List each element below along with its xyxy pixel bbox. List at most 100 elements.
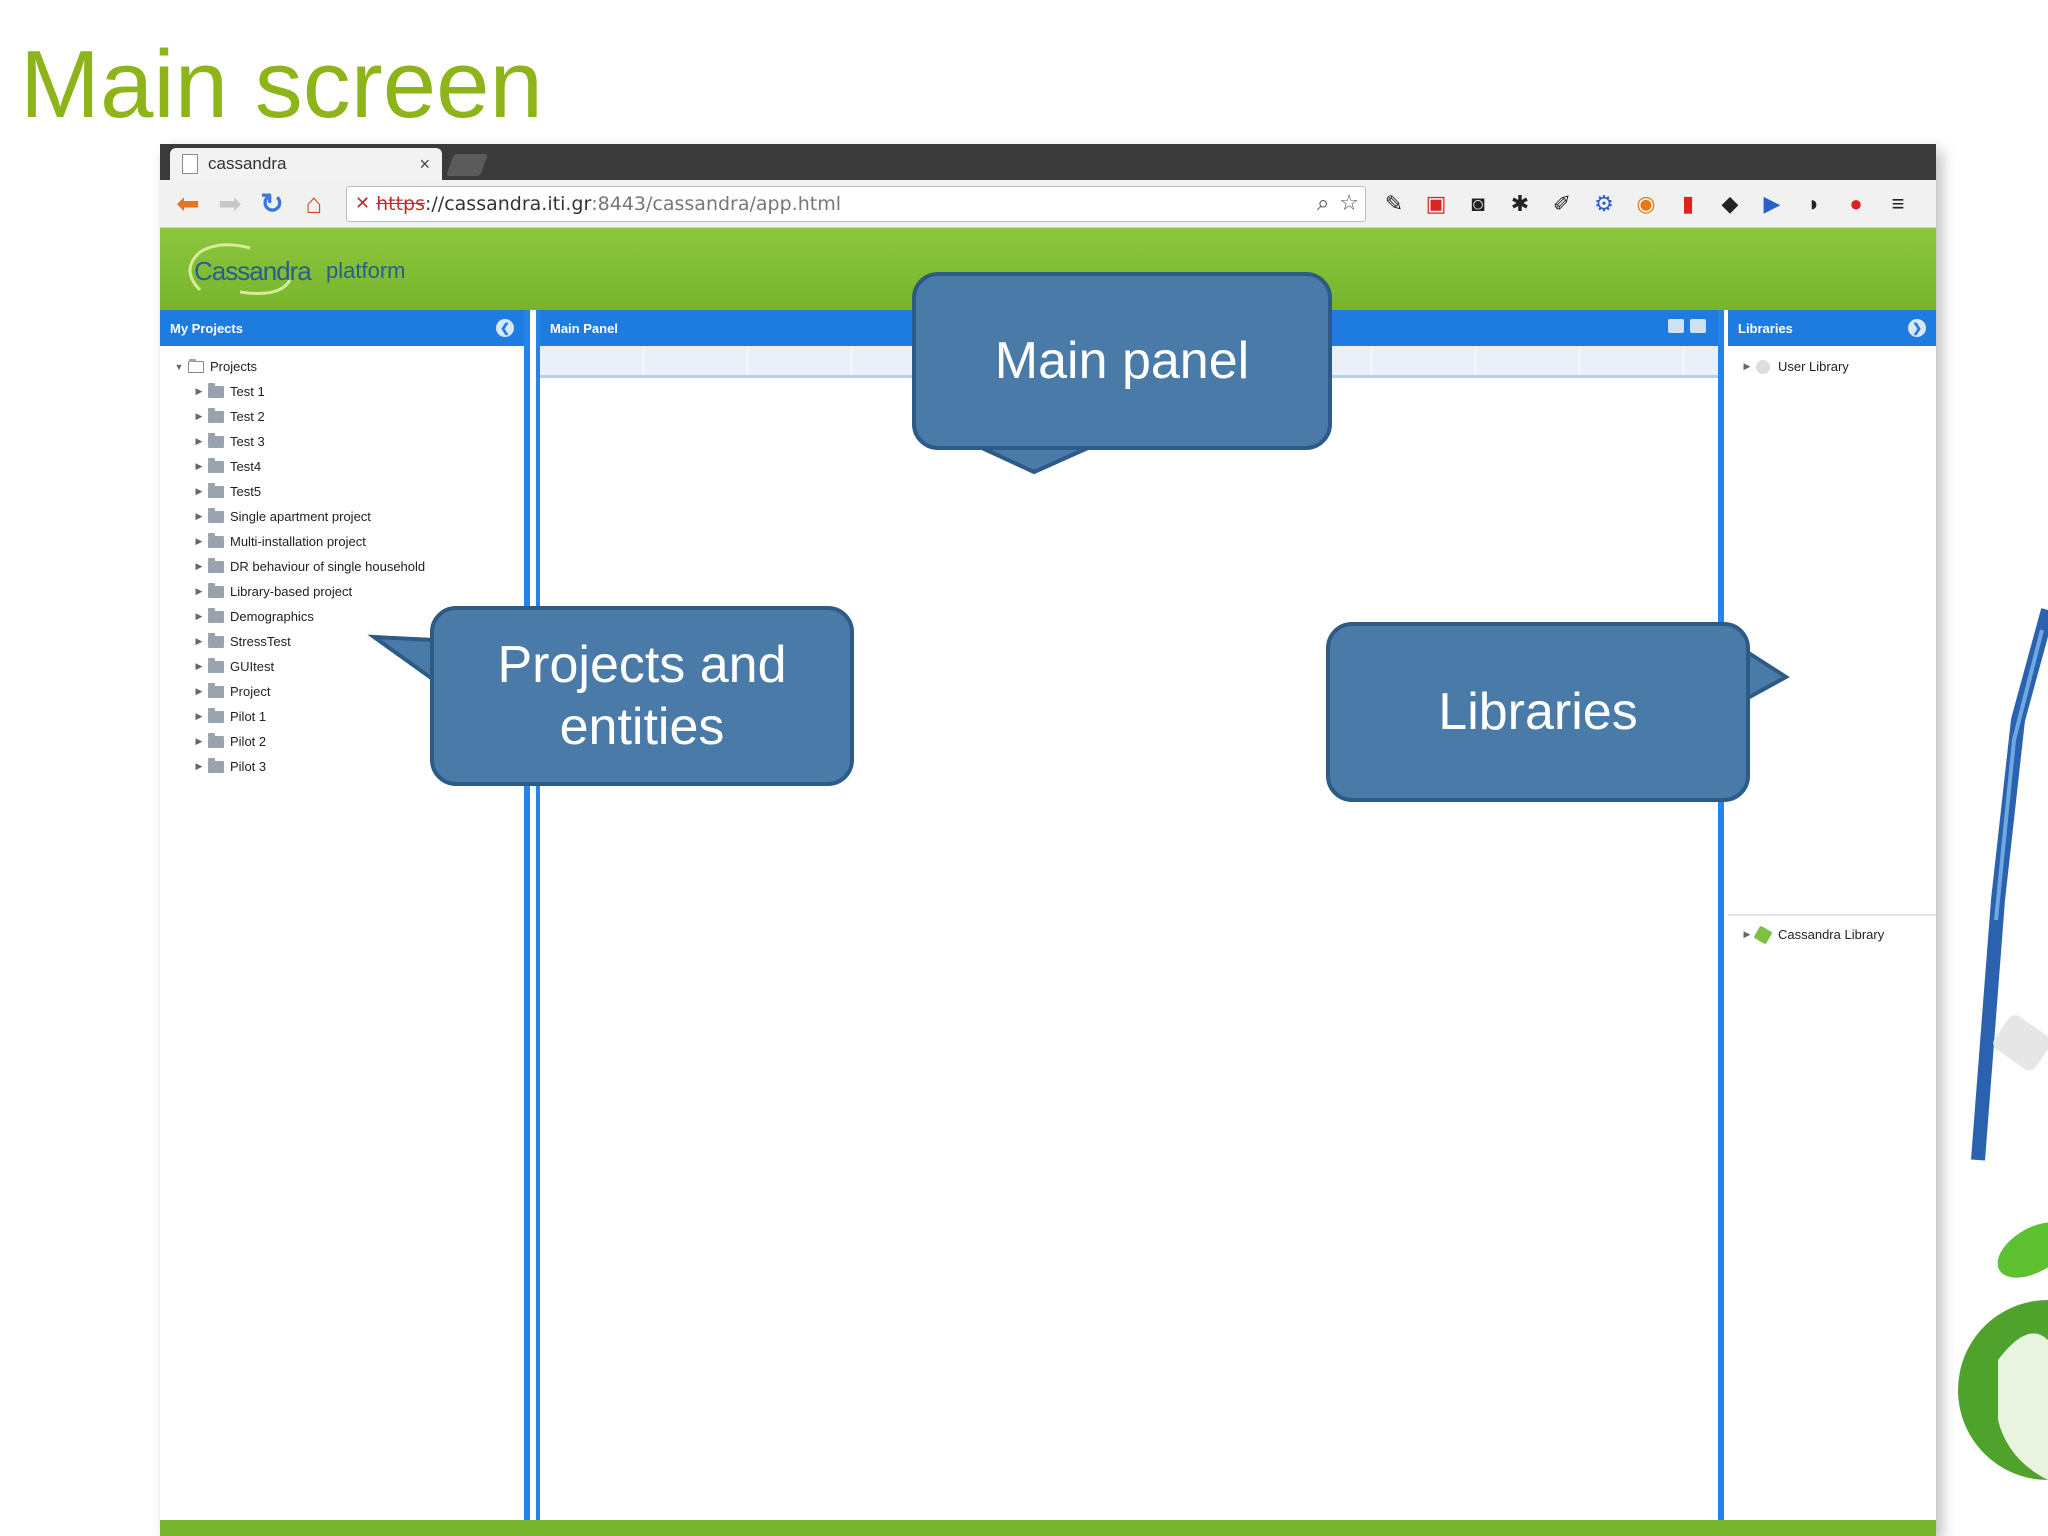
collapsed-arrow-icon[interactable]: ▶	[195, 686, 203, 696]
tree-item-label: Test 3	[230, 434, 265, 449]
eyedropper-extension-icon[interactable]: ✐	[1552, 190, 1572, 216]
cassandra-library-item[interactable]: ▶ Cassandra Library	[1728, 922, 1936, 947]
tree-item[interactable]: ▶ Multi-installation project	[170, 529, 524, 554]
reload-icon[interactable]: ↻	[260, 188, 284, 219]
tree-item[interactable]: ▶Project	[170, 679, 524, 704]
search-icon[interactable]	[1690, 319, 1706, 333]
gear-extension-icon[interactable]: ⚙	[1594, 190, 1614, 216]
collapsed-arrow-icon[interactable]: ▶	[195, 411, 203, 421]
libraries-panel-header: Libraries ❯	[1728, 310, 1936, 346]
comment-icon[interactable]	[1668, 319, 1684, 333]
tree-item[interactable]: ▶ Library-based project	[170, 579, 524, 604]
callout-main-panel: Main panel	[912, 272, 1332, 450]
folder-icon	[208, 657, 224, 673]
insecure-lock-icon: ✕	[355, 193, 371, 214]
folder-icon	[208, 482, 224, 498]
folder-icon	[208, 632, 224, 648]
project-tree: ▼ Projects ▶Test 1▶Test 2▶Test 3▶Test4▶T…	[160, 346, 524, 779]
browser-tab[interactable]: cassandra ×	[170, 148, 442, 180]
tree-item[interactable]: ▶Pilot 1	[170, 704, 524, 729]
bug-extension-icon[interactable]: ✱	[1510, 190, 1530, 216]
tree-item[interactable]: ▶StressTest	[170, 629, 524, 654]
pocket-extension-icon[interactable]: ◗	[1807, 190, 1821, 216]
collapsed-arrow-icon[interactable]: ▶	[195, 386, 203, 396]
google-plus-extension-icon[interactable]: ▣	[1425, 190, 1447, 216]
folder-icon	[208, 507, 224, 523]
folder-icon	[208, 432, 224, 448]
tree-item[interactable]: ▶Test 2	[170, 404, 524, 429]
collapse-left-icon[interactable]: ❮	[496, 319, 514, 337]
collapsed-arrow-icon[interactable]: ▶	[195, 561, 203, 571]
tree-item[interactable]: ▶Pilot 3	[170, 754, 524, 779]
menu-icon[interactable]: ≡	[1891, 190, 1905, 216]
evernote-extension-icon[interactable]: ◙	[1471, 190, 1485, 216]
folder-icon	[208, 582, 224, 598]
collapsed-arrow-icon[interactable]: ▶	[195, 761, 203, 771]
collapsed-arrow-icon[interactable]: ▶	[195, 636, 203, 646]
tree-item-label: Demographics	[230, 609, 314, 624]
tree-item-label: Pilot 2	[230, 734, 267, 749]
collapsed-arrow-icon[interactable]: ▶	[195, 486, 203, 496]
collapsed-arrow-icon[interactable]: ▶	[195, 436, 203, 446]
tree-item-label: Library-based project	[230, 584, 353, 599]
user-library-label: User Library	[1778, 359, 1849, 374]
open-folder-icon	[188, 358, 204, 373]
flag-extension-icon[interactable]: ▶	[1763, 190, 1781, 216]
projects-panel-title: My Projects	[170, 320, 243, 336]
libraries-panel-title: Libraries	[1738, 320, 1793, 336]
forward-arrow-icon[interactable]: ➡	[218, 188, 242, 219]
bookmark-star-icon[interactable]: ☆	[1339, 190, 1359, 216]
pinterest-extension-icon[interactable]: ●	[1849, 190, 1863, 216]
callout-projects-line1: Projects and	[497, 635, 787, 694]
tree-item[interactable]: ▶ Pilot 2	[170, 729, 524, 754]
zoom-icon[interactable]: ⌕	[1316, 190, 1330, 216]
tree-item[interactable]: ▶Test4	[170, 454, 524, 479]
tab-close-icon[interactable]: ×	[419, 153, 430, 174]
extension-icons: ✎ ▣ ◙ ✱ ✐ ⚙ ◉ ▮ ◆ ▶ ◗ ● ≡	[1380, 190, 1912, 218]
pen-extension-icon[interactable]: ✎	[1384, 190, 1404, 216]
library-divider[interactable]: ▶ Cassandra Library	[1728, 914, 1936, 947]
app-logo[interactable]: Cassandra	[194, 256, 312, 286]
collapsed-arrow-icon[interactable]: ▶	[195, 611, 203, 621]
folder-icon	[208, 407, 224, 423]
app-logo-suffix: platform	[326, 258, 406, 283]
tree-item[interactable]: ▶Test5	[170, 479, 524, 504]
coin-extension-icon[interactable]: ◉	[1636, 190, 1656, 216]
tree-item-label: Single apartment project	[230, 509, 371, 524]
home-icon[interactable]: ⌂	[305, 187, 323, 219]
tree-item[interactable]: ▶Test 1	[170, 379, 524, 404]
collapsed-arrow-icon[interactable]: ▶	[195, 586, 203, 596]
tab-bar: cassandra ×	[160, 144, 1936, 180]
folder-icon	[208, 707, 224, 723]
collapsed-arrow-icon[interactable]: ▶	[195, 736, 203, 746]
tree-item[interactable]: ▶ Test 3	[170, 429, 524, 454]
back-arrow-icon[interactable]: ⬅	[176, 188, 200, 219]
collapsed-arrow-icon[interactable]: ▶	[1743, 929, 1751, 939]
diamond-extension-icon[interactable]: ◆	[1721, 190, 1739, 216]
logo-swoosh-icon	[188, 243, 292, 295]
user-library-item[interactable]: ▶ User Library	[1728, 354, 1936, 379]
tree-root[interactable]: ▼ Projects	[170, 354, 524, 379]
folder-icon	[208, 757, 224, 773]
expanded-arrow-icon[interactable]: ▼	[174, 361, 184, 372]
tree-item[interactable]: ▶GUItest	[170, 654, 524, 679]
url-separator: ://	[425, 192, 445, 215]
collapse-right-icon[interactable]: ❯	[1908, 319, 1926, 337]
collapsed-arrow-icon[interactable]: ▶	[1743, 361, 1751, 371]
callout-projects: Projects and entities	[430, 606, 854, 786]
tree-item[interactable]: ▶DR behaviour of single household	[170, 554, 524, 579]
bookmark-extension-icon[interactable]: ▮	[1681, 190, 1695, 216]
folder-icon	[208, 532, 224, 548]
address-bar[interactable]: ✕ https :// cassandra.iti.gr :8443/cassa…	[346, 185, 1366, 222]
tree-item[interactable]: ▶ Single apartment project	[170, 504, 524, 529]
collapsed-arrow-icon[interactable]: ▶	[195, 711, 203, 721]
tree-item-label: Multi-installation project	[230, 534, 366, 549]
callout-main-panel-text: Main panel	[994, 331, 1250, 390]
tree-item[interactable]: ▶ Demographics	[170, 604, 524, 629]
collapsed-arrow-icon[interactable]: ▶	[195, 661, 203, 671]
collapsed-arrow-icon[interactable]: ▶	[195, 511, 203, 521]
collapsed-arrow-icon[interactable]: ▶	[195, 536, 203, 546]
user-icon	[1756, 359, 1770, 374]
collapsed-arrow-icon[interactable]: ▶	[195, 461, 203, 471]
